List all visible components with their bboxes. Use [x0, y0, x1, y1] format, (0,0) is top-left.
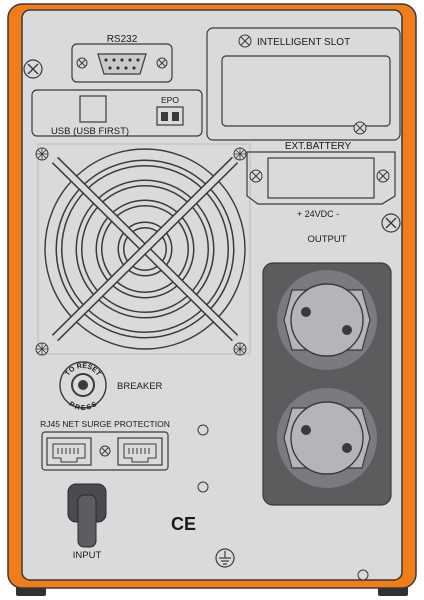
ext-battery-label: EXT.BATTERY — [285, 141, 352, 152]
rs232-label: RS232 — [107, 34, 138, 45]
ground-symbol-icon — [215, 548, 235, 568]
usb-epo-block — [31, 89, 203, 137]
screw-icon — [156, 57, 168, 69]
svg-text:CE: CE — [171, 514, 196, 534]
screw-icon — [376, 169, 390, 183]
rj45-port-icon — [117, 437, 163, 466]
panel-hole — [357, 569, 369, 581]
rs232-port — [71, 43, 173, 83]
screw-icon — [233, 147, 247, 161]
screw-icon — [23, 59, 43, 79]
intelligent-slot-label: INTELLIGENT SLOT — [257, 37, 350, 48]
reset-text-bottom: PRESS — [68, 401, 99, 412]
screw-icon — [99, 445, 111, 457]
input-label: INPUT — [73, 550, 102, 561]
epo-connector — [156, 106, 184, 126]
screw-icon — [381, 213, 401, 233]
screw-icon — [76, 57, 88, 69]
power-socket-icon — [277, 388, 377, 488]
screw-icon — [35, 342, 49, 356]
usb-port-icon — [79, 95, 107, 123]
screw-icon — [233, 342, 247, 356]
panel-hole — [197, 481, 209, 493]
rj45-block — [41, 431, 169, 471]
db9-connector-icon — [97, 53, 147, 75]
usb-label: USB (USB FIRST) — [51, 126, 129, 137]
intelligent-slot — [206, 27, 401, 141]
reset-button-icon: TO RESET PRESS — [59, 361, 107, 412]
ext-battery-voltage: + 24VDC - — [297, 209, 339, 219]
rj45-label: RJ45 NET SURGE PROTECTION — [40, 419, 170, 429]
screw-icon — [353, 121, 367, 135]
ce-mark-icon: CE — [171, 514, 196, 534]
screw-icon — [35, 147, 49, 161]
power-socket-icon — [277, 270, 377, 370]
rj45-port-icon — [46, 437, 92, 466]
ext-battery-connector — [246, 151, 396, 205]
breaker-label: BREAKER — [117, 381, 163, 392]
screw-icon — [249, 169, 263, 183]
epo-label: EPO — [161, 95, 179, 105]
power-cord-icon — [67, 483, 107, 548]
output-sockets — [262, 262, 392, 506]
fan-grille-icon — [37, 143, 251, 355]
screw-icon — [238, 34, 252, 48]
panel-hole — [197, 424, 209, 436]
output-label: OUTPUT — [307, 234, 346, 245]
